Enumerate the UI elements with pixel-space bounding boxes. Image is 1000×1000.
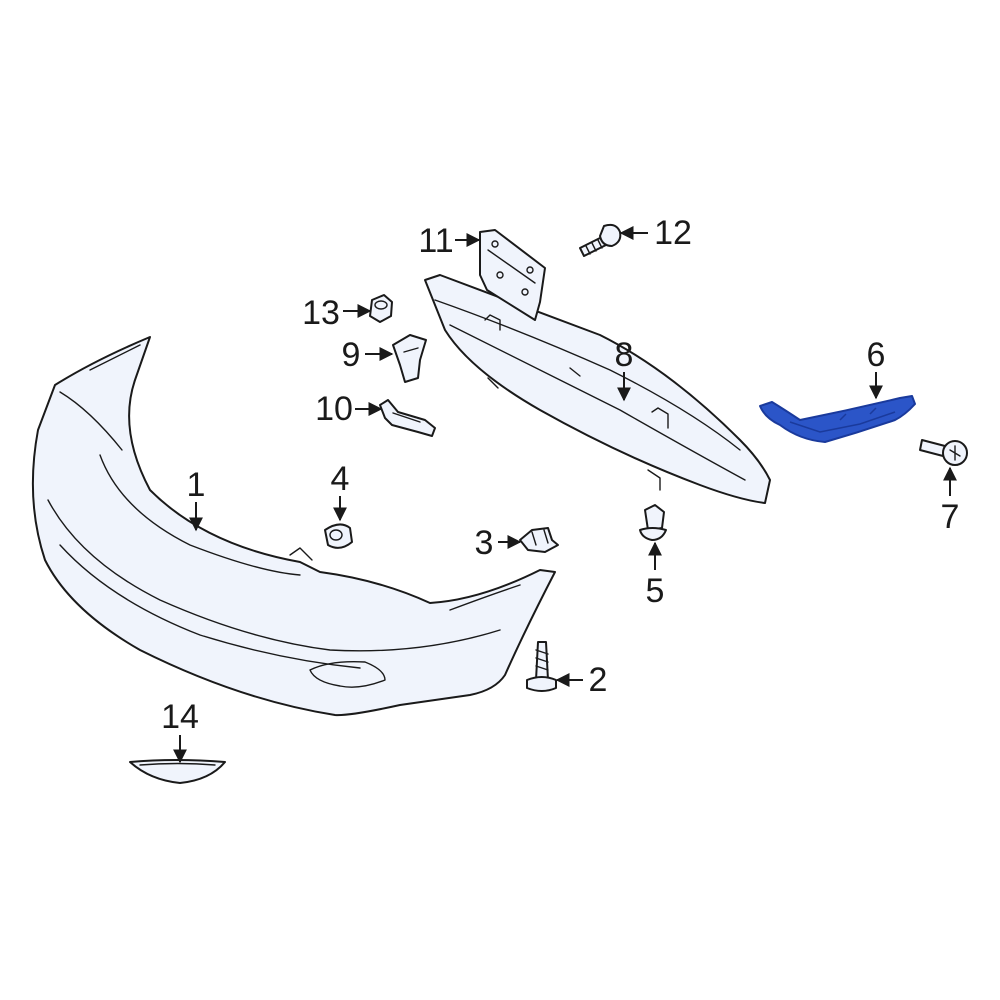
- callout-13: 13: [302, 294, 340, 332]
- clip-part-10[interactable]: [379, 399, 436, 437]
- callout-9: 9: [342, 336, 361, 374]
- callout-2: 2: [589, 661, 608, 699]
- bracket-plate-part[interactable]: [479, 229, 546, 321]
- callout-11: 11: [418, 222, 453, 260]
- callout-4: 4: [331, 460, 350, 498]
- callout-5: 5: [646, 572, 665, 610]
- lower-trim-part[interactable]: [129, 759, 226, 784]
- push-fastener-part[interactable]: [639, 504, 667, 541]
- retainer-clip-part[interactable]: [519, 527, 559, 553]
- callout-8: 8: [615, 336, 634, 374]
- nut-part[interactable]: [369, 294, 393, 323]
- round-head-screw-part[interactable]: [919, 439, 968, 466]
- callout-10: 10: [315, 390, 353, 428]
- callout-1: 1: [187, 466, 206, 504]
- grommet-part[interactable]: [324, 523, 353, 549]
- callout-7: 7: [941, 498, 960, 536]
- bumper-cover-part[interactable]: [31, 336, 556, 717]
- callout-12: 12: [654, 214, 692, 252]
- callout-6: 6: [867, 336, 886, 374]
- bolt-part[interactable]: [579, 223, 622, 257]
- side-bracket-part-highlighted[interactable]: [759, 395, 916, 443]
- callout-14: 14: [161, 698, 199, 736]
- screw-part[interactable]: [526, 641, 557, 692]
- impact-bar-part[interactable]: [424, 274, 771, 504]
- callout-3: 3: [475, 524, 494, 562]
- clip-part-9[interactable]: [392, 334, 427, 383]
